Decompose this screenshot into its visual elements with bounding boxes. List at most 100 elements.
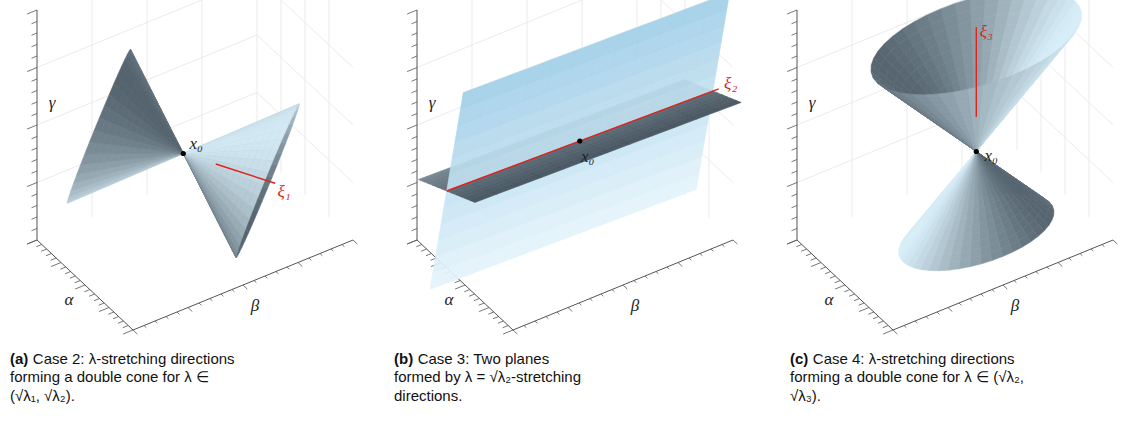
direction-line bbox=[447, 89, 719, 191]
axis-tick bbox=[412, 229, 418, 231]
axis-line bbox=[797, 240, 893, 330]
surface-patch bbox=[505, 68, 530, 93]
axis-tick bbox=[479, 308, 489, 312]
axis-tick bbox=[787, 10, 797, 14]
axis-tick bbox=[99, 308, 109, 312]
axis-tick bbox=[1080, 254, 1082, 256]
axis-tick bbox=[65, 272, 71, 274]
surface-patch bbox=[616, 26, 641, 51]
axis-tick bbox=[199, 303, 201, 305]
grid-line bbox=[329, 0, 330, 218]
axis-line bbox=[893, 240, 1113, 330]
surface-patch bbox=[168, 154, 176, 156]
axis-tick bbox=[298, 263, 302, 267]
axis-tick bbox=[873, 317, 879, 319]
grid-line bbox=[257, 35, 353, 125]
surface-patch bbox=[85, 142, 96, 154]
axis-tick bbox=[412, 114, 418, 116]
axis-tick bbox=[276, 272, 278, 274]
surface-patch bbox=[549, 51, 574, 76]
axis-tick bbox=[893, 330, 897, 334]
axes-box bbox=[27, 0, 357, 334]
axis-tick bbox=[133, 330, 137, 334]
axis-tick bbox=[623, 285, 627, 289]
axis-tick bbox=[70, 276, 76, 278]
surface-patch bbox=[638, 18, 663, 43]
axis-tick bbox=[1025, 276, 1027, 278]
axis-tick bbox=[792, 160, 798, 162]
axes-box bbox=[407, 0, 737, 334]
axis-tick bbox=[590, 299, 592, 301]
axis-tick bbox=[412, 22, 418, 24]
axis-tick bbox=[878, 321, 884, 323]
axis-tick bbox=[503, 330, 513, 334]
axis-tick bbox=[46, 254, 52, 256]
axis-tick bbox=[787, 183, 797, 187]
axis-tick bbox=[144, 326, 146, 328]
axis-tick bbox=[479, 303, 485, 305]
axis-tick bbox=[265, 276, 267, 278]
axis-tick bbox=[188, 308, 192, 312]
axis-tick bbox=[342, 245, 344, 247]
axis-tick bbox=[32, 114, 38, 116]
axis-tick bbox=[407, 10, 417, 14]
axis-tick bbox=[801, 249, 807, 251]
axis-tick bbox=[474, 299, 480, 301]
axis-tick bbox=[792, 79, 798, 81]
axis-tick bbox=[981, 294, 983, 296]
surface-patch bbox=[705, 0, 730, 17]
axis-tick bbox=[835, 285, 845, 289]
axis-tick bbox=[113, 317, 119, 319]
axis-tick bbox=[645, 276, 647, 278]
axis-tick bbox=[992, 290, 994, 292]
axis-tick bbox=[94, 299, 100, 301]
surface-patch bbox=[603, 142, 630, 152]
axis-tick bbox=[455, 281, 461, 283]
axis-tick bbox=[123, 326, 129, 328]
axis-tick bbox=[32, 148, 38, 150]
axis-line bbox=[417, 240, 513, 330]
axis-tick bbox=[464, 290, 470, 292]
axis-tick bbox=[1102, 245, 1104, 247]
axis-tick bbox=[455, 285, 465, 289]
axis-tick bbox=[32, 79, 38, 81]
surface-patch bbox=[483, 76, 508, 101]
axis-tick bbox=[412, 194, 418, 196]
axis-tick bbox=[792, 137, 798, 139]
axis-tick bbox=[859, 308, 869, 312]
surface-patch bbox=[189, 155, 195, 158]
axis-tick bbox=[1047, 267, 1049, 269]
axis-tick bbox=[412, 171, 418, 173]
axis-tick bbox=[407, 125, 417, 129]
axis-tick bbox=[787, 68, 797, 72]
axis-tick bbox=[27, 125, 37, 129]
surface-patch bbox=[189, 156, 195, 160]
axis-tick bbox=[792, 114, 798, 116]
axis-tick bbox=[825, 272, 831, 274]
point-marker bbox=[577, 138, 582, 143]
axis-tick bbox=[421, 249, 427, 251]
axis-tick bbox=[1113, 240, 1117, 244]
axis-tick bbox=[535, 321, 537, 323]
axis-tick bbox=[503, 326, 509, 328]
axis-tick bbox=[84, 290, 90, 292]
axis-tick bbox=[27, 240, 37, 244]
axis-tick bbox=[32, 102, 38, 104]
surface-patch bbox=[94, 118, 105, 132]
surface bbox=[871, 0, 1082, 271]
surface-patch bbox=[171, 148, 178, 151]
axis-tick bbox=[733, 240, 737, 244]
axis-tick bbox=[412, 79, 418, 81]
surface-patch bbox=[271, 139, 282, 150]
axis-tick bbox=[820, 267, 826, 269]
axis-tick bbox=[926, 317, 928, 319]
axis-tick bbox=[243, 285, 247, 289]
axis-tick bbox=[123, 330, 133, 334]
axis-tick bbox=[792, 91, 798, 93]
axis-tick bbox=[89, 294, 95, 296]
axis-tick bbox=[118, 321, 124, 323]
axis-tick bbox=[51, 258, 57, 260]
axis-tick bbox=[1003, 285, 1007, 289]
point-marker bbox=[181, 151, 186, 156]
axis-tick bbox=[689, 258, 691, 260]
